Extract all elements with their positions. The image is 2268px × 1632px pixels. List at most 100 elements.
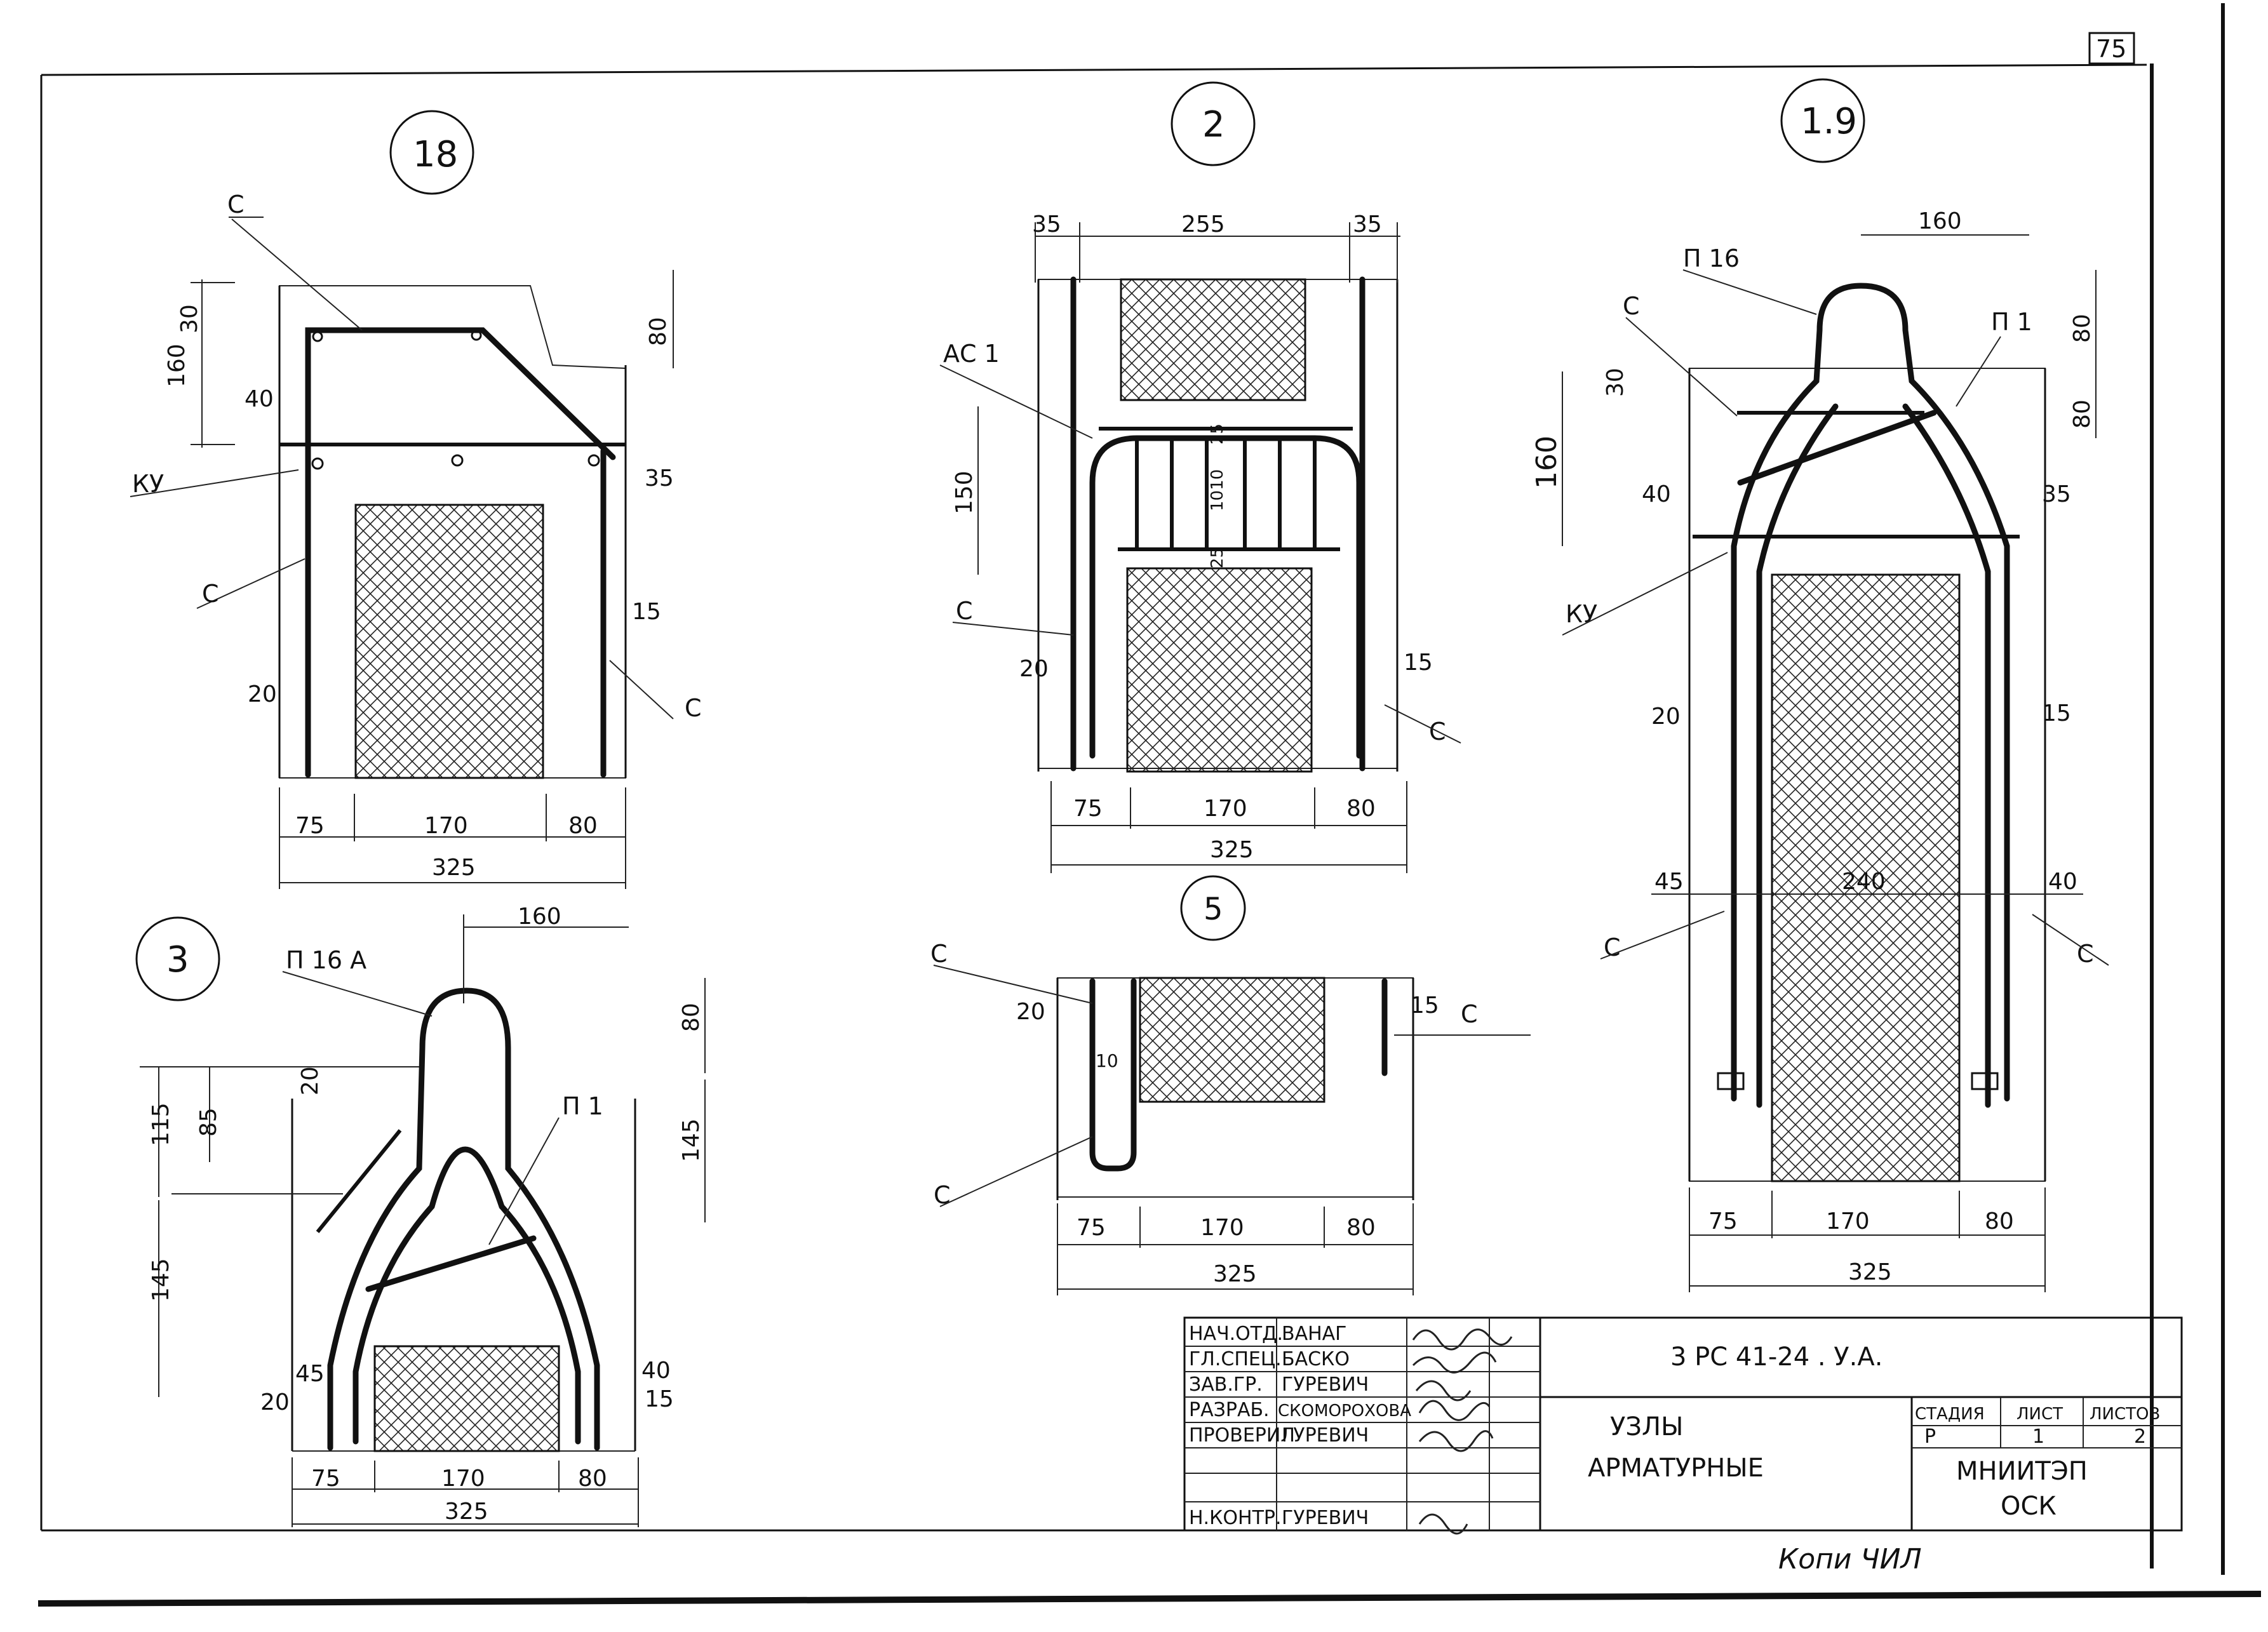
- node-2-dim-15: 15: [1404, 650, 1433, 676]
- node-5-dim-80: 80: [1346, 1215, 1376, 1241]
- node-3-dim-20: 20: [297, 1066, 323, 1095]
- node-2-dim-35a: 35: [1032, 211, 1061, 237]
- node-1-9-dim-80a: 80: [2069, 314, 2095, 343]
- node-1-9-mark-p16: П 16: [1683, 244, 1740, 272]
- node-3-insulation: [373, 1345, 560, 1452]
- node-3-dim-115: 115: [148, 1102, 174, 1146]
- sheet-number: 75: [2096, 35, 2126, 63]
- node-1-9-bubble: [1780, 78, 1865, 163]
- node-5-bubble: [1180, 875, 1246, 941]
- node-3-dim-170: 170: [441, 1466, 485, 1492]
- node-2-dim-80: 80: [1346, 796, 1376, 822]
- node-18-dim-325: 325: [432, 855, 476, 881]
- node-5-mark-c-top: С: [930, 940, 948, 968]
- node-3-dim-160: 160: [518, 904, 561, 930]
- tb-name-7: ГУРЕВИЧ: [1282, 1507, 1369, 1529]
- sheet-frame: 75: [37, 3, 2262, 1607]
- node-2-dim-255: 255: [1181, 211, 1225, 237]
- node-2-dim-25b: 25: [1208, 547, 1227, 568]
- tb-role-3: ЗАВ.ГР.: [1189, 1374, 1263, 1396]
- node-1-9-dim-80c: 80: [1985, 1208, 2014, 1234]
- tb-sheet-header: ЛИСТ: [2016, 1405, 2063, 1424]
- node-18-dim-80b: 80: [568, 813, 598, 839]
- node-18-dim-80: 80: [645, 317, 671, 346]
- tb-doc-code: 3 РС 41-24 . У.А.: [1670, 1342, 1882, 1372]
- title-block: НАЧ.ОТД. ГЛ.СПЕЦ. ЗАВ.ГР. РАЗРАБ. ПРОВЕР…: [1183, 1316, 2183, 1535]
- node-18-mark-c-top: С: [227, 191, 245, 218]
- tb-stage-value: Р: [1924, 1426, 1936, 1448]
- tb-sheets-value: 2: [2134, 1426, 2146, 1448]
- node-1-9-dim-40b: 40: [2048, 869, 2077, 895]
- tb-sheet-value: 1: [2032, 1426, 2044, 1448]
- node-3-detail: 3 П 16 А П 1 160 80 20 115 85 145 145 45…: [135, 904, 706, 1527]
- signatures: [1412, 1328, 1513, 1535]
- node-2-dim-20: 20: [1019, 656, 1049, 682]
- node-5-dim-15: 15: [1410, 993, 1439, 1019]
- node-3-dim-80: 80: [678, 1003, 704, 1032]
- node-18-mark-c-right: С: [685, 694, 702, 722]
- node-2-dim-170: 170: [1204, 796, 1247, 822]
- node-2-dim-25a: 25: [1208, 424, 1227, 445]
- node-1-9-dim-325: 325: [1848, 1259, 1892, 1285]
- node-1-9-detail: 1.9 П 16 С П 1 КУ С С 160 80 30 160 40 3…: [1531, 78, 2109, 1292]
- node-1-9-number: 1.9: [1801, 101, 1857, 142]
- node-3-dim-75: 75: [311, 1466, 340, 1492]
- tb-org-line1: МНИИТЭП: [1956, 1457, 2088, 1486]
- node-5-insulation: [1139, 977, 1325, 1103]
- node-1-9-dim-45: 45: [1654, 869, 1684, 895]
- node-18-mark-ky: КУ: [132, 470, 164, 498]
- tb-name-1: ВАНАГ: [1282, 1323, 1346, 1345]
- node-18-number: 18: [413, 134, 458, 175]
- node-3-mark-p16a: П 16 А: [286, 946, 366, 974]
- node-1-9-dim-15: 15: [2042, 700, 2071, 726]
- node-1-9-dim-160-top: 160: [1918, 208, 1962, 234]
- node-3-dim-45: 45: [295, 1361, 325, 1387]
- node-1-9-dim-170: 170: [1826, 1208, 1870, 1234]
- node-2-dim-150: 150: [951, 471, 977, 514]
- node-1-9-dim-75: 75: [1708, 1208, 1738, 1234]
- handwritten-note: Копи ЧИЛ: [1778, 1543, 1922, 1575]
- node-18-bubble: [389, 110, 474, 195]
- node-5-dim-170: 170: [1200, 1215, 1244, 1241]
- node-3-dim-85: 85: [196, 1107, 222, 1137]
- node-18-dim-35: 35: [645, 465, 674, 492]
- node-18-dim-170: 170: [424, 813, 468, 839]
- tb-role-7: Н.КОНТР.: [1189, 1507, 1282, 1529]
- node-2-mark-ac1: АС 1: [943, 340, 1000, 368]
- node-18-insulation: [354, 504, 544, 779]
- node-1-9-insulation: [1771, 573, 1961, 1182]
- tb-role-2: ГЛ.СПЕЦ.: [1189, 1348, 1282, 1370]
- node-2-insulation-top: [1120, 278, 1306, 401]
- node-1-9-mark-ky: КУ: [1566, 600, 1597, 628]
- node-1-9-mark-p1: П 1: [1991, 308, 2032, 336]
- node-5-dim-325: 325: [1213, 1261, 1257, 1287]
- node-1-9-dim-80b: 80: [2069, 399, 2095, 429]
- node-3-dim-145-left: 145: [148, 1258, 174, 1302]
- tb-name-2: БАСКО: [1282, 1348, 1350, 1370]
- node-1-9-dim-160-left: 160: [1531, 436, 1563, 489]
- node-18-dim-30: 30: [177, 304, 203, 333]
- node-18-dim-15: 15: [632, 599, 661, 625]
- node-1-9-dim-40: 40: [1642, 481, 1671, 507]
- node-1-9-dim-35: 35: [2042, 481, 2071, 507]
- node-3-mark-p1: П 1: [562, 1092, 603, 1120]
- node-2-dim-35b: 35: [1353, 211, 1382, 237]
- node-18-dim-20: 20: [248, 681, 277, 707]
- tb-role-4: РАЗРАБ.: [1189, 1399, 1270, 1421]
- tb-sheets-header: ЛИСТОВ: [2090, 1405, 2160, 1424]
- node-5-mark-c-right: С: [1461, 1000, 1478, 1028]
- node-1-9-dim-20: 20: [1651, 704, 1681, 730]
- node-3-dim-145-right: 145: [678, 1118, 704, 1162]
- node-2-dim-75: 75: [1073, 796, 1103, 822]
- node-5-number: 5: [1204, 892, 1223, 927]
- node-5-dim-10: 10: [1096, 1050, 1118, 1071]
- node-3-dim-325: 325: [445, 1499, 488, 1525]
- node-18-mark-c-left: С: [202, 580, 219, 608]
- node-5-mark-c-bottom: С: [934, 1181, 951, 1209]
- node-1-9-mark-c-top: С: [1623, 292, 1640, 320]
- node-3-bubble: [135, 916, 220, 1001]
- node-18-dim-75: 75: [295, 813, 325, 839]
- node-2-detail: 2 АС 1 С С 35 255 35 150 25 1010 25: [939, 81, 1461, 873]
